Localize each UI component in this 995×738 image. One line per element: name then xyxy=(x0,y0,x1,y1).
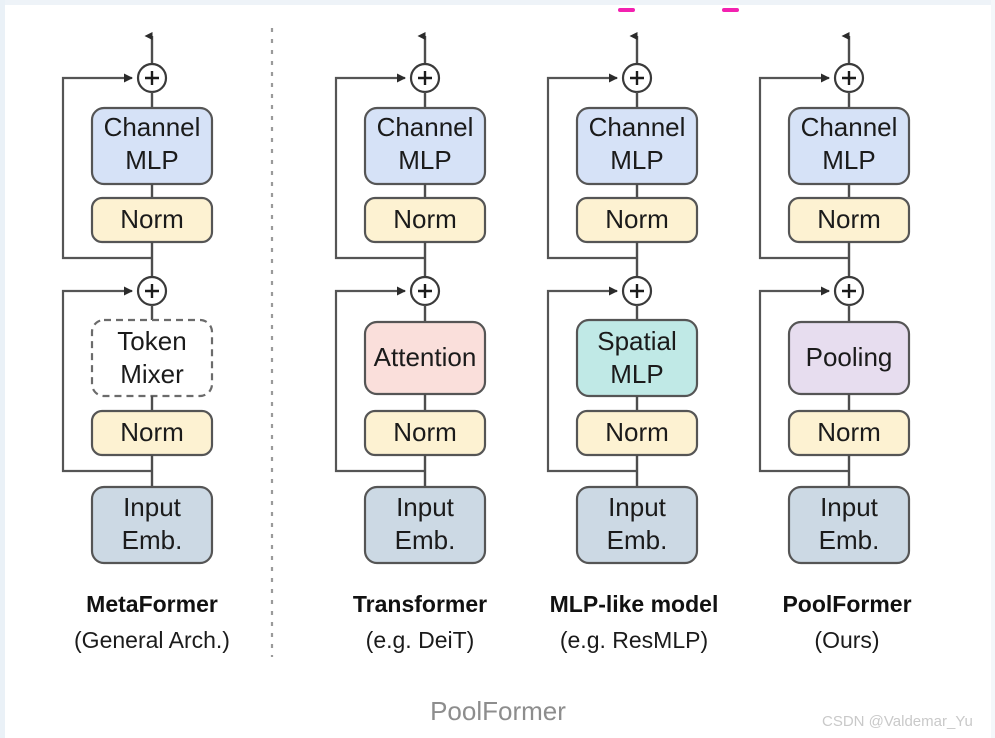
pooling-label: Pooling xyxy=(806,342,893,372)
page-top-edge xyxy=(0,0,995,5)
norm-upper-label: Norm xyxy=(605,204,669,234)
norm-lower-label: Norm xyxy=(120,417,184,447)
input-emb-line2: Emb. xyxy=(122,525,183,555)
plus-upper-glyph-icon xyxy=(630,71,644,85)
column-subtitle-poolformer: (Ours) xyxy=(814,627,879,653)
column-subtitle-mlplike: (e.g. ResMLP) xyxy=(560,627,708,653)
page-left-edge xyxy=(0,0,5,738)
plus-lower-glyph-icon xyxy=(630,284,644,298)
residual-upper-mlplike xyxy=(546,73,637,260)
residual-lower-metaformer xyxy=(61,286,152,473)
pink-underline-2-icon xyxy=(722,8,739,12)
input-emb-block-mlplike xyxy=(575,485,699,565)
column-title-mlplike: MLP-like model xyxy=(550,591,719,617)
plus-lower-glyph-icon xyxy=(418,284,432,298)
plus-lower-glyph-icon xyxy=(145,284,159,298)
norm-lower-label: Norm xyxy=(605,417,669,447)
column-subtitle-metaformer: (General Arch.) xyxy=(74,627,230,653)
residual-upper-poolformer xyxy=(758,73,849,260)
residual-lower-poolformer xyxy=(758,286,849,473)
spatial-mlp-line1: Spatial xyxy=(597,326,677,356)
attention-label: Attention xyxy=(374,342,477,372)
plus-upper-glyph-icon xyxy=(418,71,432,85)
channel-mlp-line2: MLP xyxy=(398,145,451,175)
page-right-edge xyxy=(991,0,995,738)
pink-underline-1-icon xyxy=(618,8,635,12)
norm-lower-label: Norm xyxy=(393,417,457,447)
input-emb-line1: Input xyxy=(820,492,879,522)
input-emb-block-metaformer xyxy=(90,485,214,565)
residual-upper-transformer xyxy=(334,73,425,260)
norm-lower-label: Norm xyxy=(817,417,881,447)
csdn-watermark: CSDN @Valdemar_Yu xyxy=(822,713,973,730)
column-title-poolformer: PoolFormer xyxy=(782,591,911,617)
channel-mlp-line2: MLP xyxy=(822,145,875,175)
column-title-metaformer: MetaFormer xyxy=(86,591,218,617)
figure-caption: PoolFormer xyxy=(430,696,566,726)
input-emb-block-transformer xyxy=(363,485,487,565)
column-title-transformer: Transformer xyxy=(353,591,487,617)
column-transformer: Channel MLP Norm Attention Norm Input xyxy=(334,32,487,653)
input-emb-line1: Input xyxy=(123,492,182,522)
column-subtitle-transformer: (e.g. DeiT) xyxy=(366,627,475,653)
channel-mlp-line1: Channel xyxy=(104,112,201,142)
channel-mlp-line2: MLP xyxy=(610,145,663,175)
input-emb-line2: Emb. xyxy=(819,525,880,555)
input-emb-line1: Input xyxy=(396,492,455,522)
residual-lower-mlplike xyxy=(546,286,637,473)
spatial-mlp-line2: MLP xyxy=(610,359,663,389)
residual-upper-metaformer xyxy=(61,73,152,260)
norm-upper-label: Norm xyxy=(817,204,881,234)
channel-mlp-line1: Channel xyxy=(589,112,686,142)
input-emb-line1: Input xyxy=(608,492,667,522)
column-mlp-like-model: Channel MLP Norm Spatial MLP Norm xyxy=(546,32,719,653)
plus-upper-glyph-icon xyxy=(145,71,159,85)
channel-mlp-line1: Channel xyxy=(377,112,474,142)
input-emb-block-poolformer xyxy=(787,485,911,565)
token-mixer-line1: Token xyxy=(117,326,186,356)
input-emb-line2: Emb. xyxy=(607,525,668,555)
plus-lower-glyph-icon xyxy=(842,284,856,298)
channel-mlp-line2: MLP xyxy=(125,145,178,175)
column-poolformer: Channel MLP Norm Pooling Norm Input xyxy=(758,32,912,653)
input-emb-line2: Emb. xyxy=(395,525,456,555)
residual-lower-transformer xyxy=(334,286,425,473)
token-mixer-line2: Mixer xyxy=(120,359,184,389)
norm-upper-label: Norm xyxy=(393,204,457,234)
norm-upper-label: Norm xyxy=(120,204,184,234)
plus-upper-glyph-icon xyxy=(842,71,856,85)
channel-mlp-line1: Channel xyxy=(801,112,898,142)
column-metaformer: Channel MLP Norm Token Mixer Norm xyxy=(61,32,230,653)
